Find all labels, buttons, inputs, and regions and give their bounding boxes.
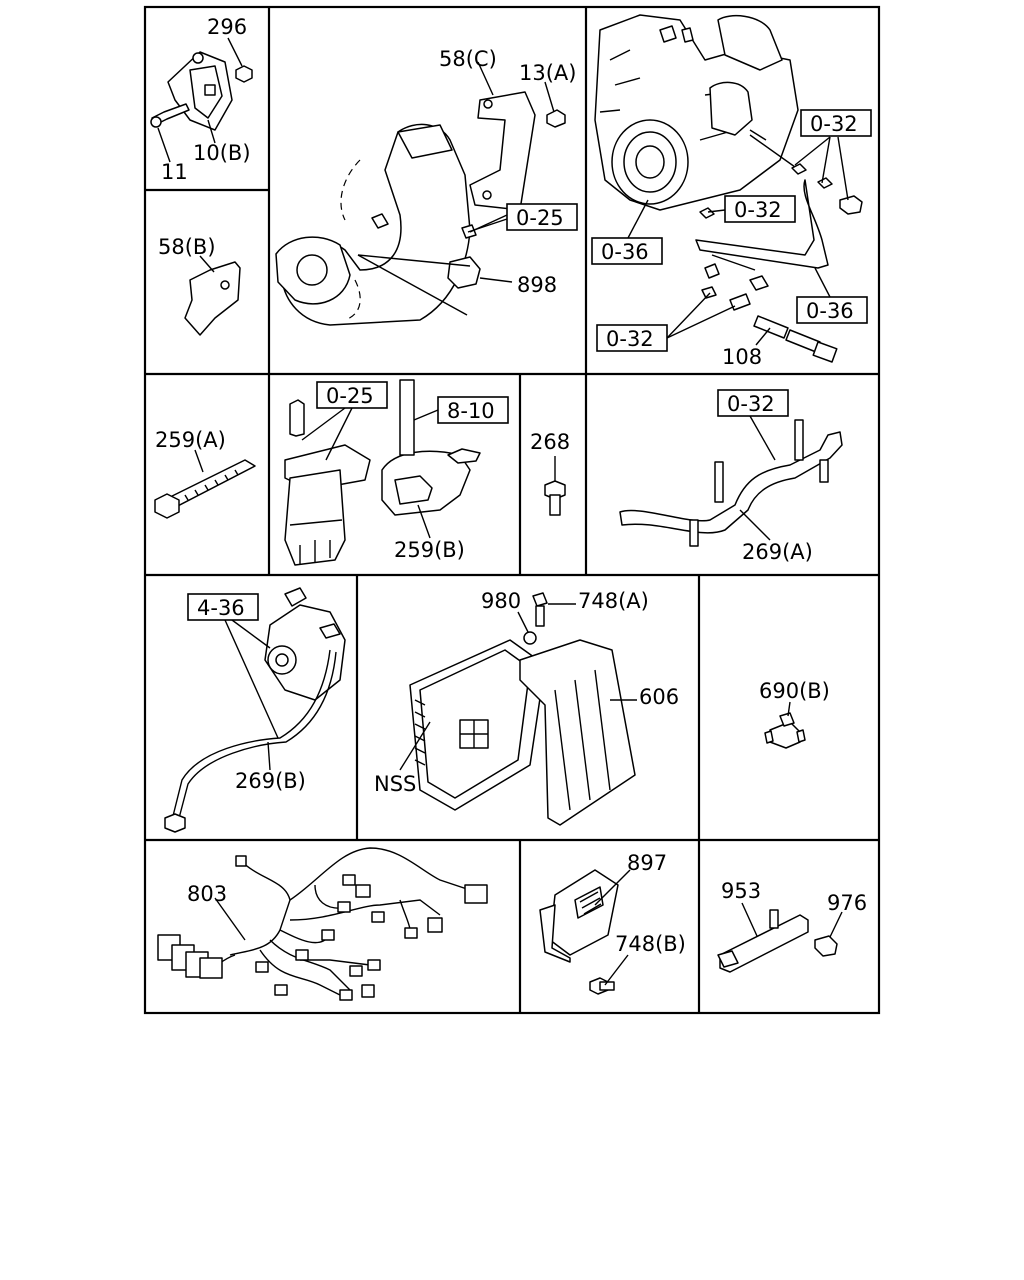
label-nss: NSS xyxy=(374,772,416,796)
sensor-259b-drawing xyxy=(284,379,481,566)
label-296: 296 xyxy=(207,15,247,39)
label-4-36: 4-36 xyxy=(197,596,245,620)
turbocharger-drawing xyxy=(594,14,863,363)
label-0-36-right: 0-36 xyxy=(806,299,854,323)
label-0-36-left: 0-36 xyxy=(601,240,649,264)
cell-sensor-953: 953 976 xyxy=(717,879,867,973)
cell-fitting-690b: 690(B) xyxy=(759,679,830,749)
cell-pipe-269a: 0-32 269(A) xyxy=(619,389,843,564)
label-11: 11 xyxy=(161,160,188,184)
wiring-harness-drawing xyxy=(157,847,488,1001)
label-13a: 13(A) xyxy=(519,61,576,85)
label-8-10: 8-10 xyxy=(447,399,495,423)
pump-269b-drawing xyxy=(164,587,346,833)
label-976: 976 xyxy=(827,891,867,915)
cell-ecu: 980 748(A) 606 NSS xyxy=(374,589,679,826)
label-10b: 10(B) xyxy=(193,141,251,165)
label-0-32-top-right: 0-32 xyxy=(810,112,858,136)
cell-cable-tie: 259(A) xyxy=(154,428,256,519)
cell-bracket-58b: 58(B) xyxy=(158,235,241,336)
ecu-drawing xyxy=(409,592,636,826)
label-897: 897 xyxy=(627,851,667,875)
label-259b: 259(B) xyxy=(394,538,465,562)
label-748b: 748(B) xyxy=(615,932,686,956)
label-0-32-middle: 0-32 xyxy=(734,198,782,222)
cell-module-897: 897 748(B) xyxy=(539,851,686,995)
label-606: 606 xyxy=(639,685,679,709)
label-0-25-top: 0-25 xyxy=(516,206,564,230)
bracket-58b-drawing xyxy=(184,261,241,336)
cell-pump-269b: 4-36 269(B) xyxy=(164,587,346,833)
grid-frame xyxy=(143,5,881,1015)
cell-turbocharger: 0-32 0-32 0-36 0-36 0-32 108 xyxy=(591,14,872,369)
cell-wiring-harness: 803 xyxy=(157,847,488,1001)
label-803: 803 xyxy=(187,882,227,906)
label-0-25-sensor: 0-25 xyxy=(326,384,374,408)
label-980: 980 xyxy=(481,589,521,613)
label-690b: 690(B) xyxy=(759,679,830,703)
label-269a: 269(A) xyxy=(742,540,813,564)
sensor-953-drawing xyxy=(717,909,838,973)
label-259a: 259(A) xyxy=(155,428,226,452)
label-58c: 58(C) xyxy=(439,47,497,71)
cell-bolt-268: 268 xyxy=(530,430,570,516)
label-58b: 58(B) xyxy=(158,235,216,259)
pipe-269a-drawing xyxy=(619,431,843,534)
cell-exhaust-pipe: 58(C) 13(A) 0-25 898 xyxy=(275,47,578,326)
cell-bracket-10b: 296 10(B) 11 xyxy=(150,15,253,184)
label-0-32-pipe: 0-32 xyxy=(727,392,775,416)
label-953: 953 xyxy=(721,879,761,903)
bracket-10b-drawing xyxy=(150,51,253,131)
label-108: 108 xyxy=(722,345,762,369)
cell-sensor-259b: 0-25 8-10 259(B) xyxy=(284,379,509,566)
label-748a: 748(A) xyxy=(578,589,649,613)
label-898: 898 xyxy=(517,273,557,297)
label-269b: 269(B) xyxy=(235,769,306,793)
module-897-drawing xyxy=(539,869,619,995)
label-268: 268 xyxy=(530,430,570,454)
label-0-32-bottom: 0-32 xyxy=(606,327,654,351)
